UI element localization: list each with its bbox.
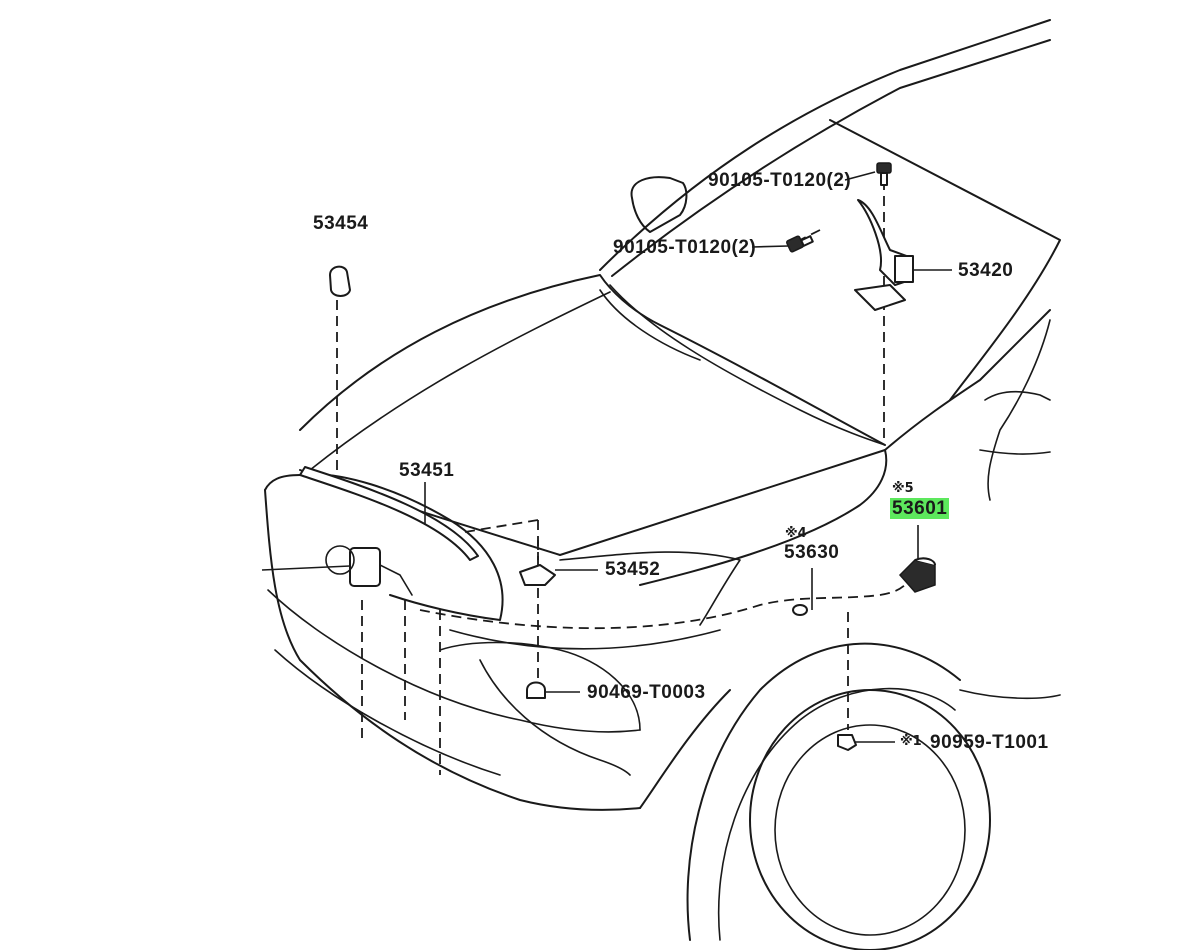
- note-mark-5: ※5: [892, 481, 914, 496]
- hood-latch-part: [519, 564, 556, 586]
- part-label-90105-upper[interactable]: 90105-T0120(2): [708, 170, 852, 191]
- part-label-53454[interactable]: 53454: [313, 213, 369, 234]
- hood-lock-part: [261, 545, 413, 596]
- note-mark-1: ※1: [900, 734, 922, 749]
- part-label-53420[interactable]: 53420: [958, 260, 1014, 281]
- leader-lines: [424, 171, 952, 743]
- bolt-upper-part: [876, 162, 892, 186]
- part-label-90469[interactable]: 90469-T0003: [587, 682, 706, 703]
- car-body-outline: [264, 19, 1061, 950]
- note-mark-4: ※4: [785, 526, 807, 541]
- part-label-53452[interactable]: 53452: [605, 559, 661, 580]
- release-lever-part: [898, 557, 936, 593]
- part-label-53451[interactable]: 53451: [399, 460, 455, 481]
- clip-part: [526, 681, 546, 699]
- part-label-53601-highlighted[interactable]: 53601: [890, 498, 950, 519]
- part-label-90105-lower[interactable]: 90105-T0120(2): [613, 237, 757, 258]
- part-label-53630[interactable]: 53630: [784, 542, 840, 563]
- parts: [261, 162, 936, 751]
- hood-cushion-part: [329, 265, 351, 297]
- cable-grommet-part: [792, 604, 808, 616]
- hood-seal-part: [299, 466, 479, 561]
- clip-lower-part: [837, 734, 857, 751]
- bolt-lower-part: [786, 235, 814, 253]
- hood-hinge-part: [854, 199, 914, 311]
- part-label-90959[interactable]: 90959-T1001: [930, 732, 1049, 753]
